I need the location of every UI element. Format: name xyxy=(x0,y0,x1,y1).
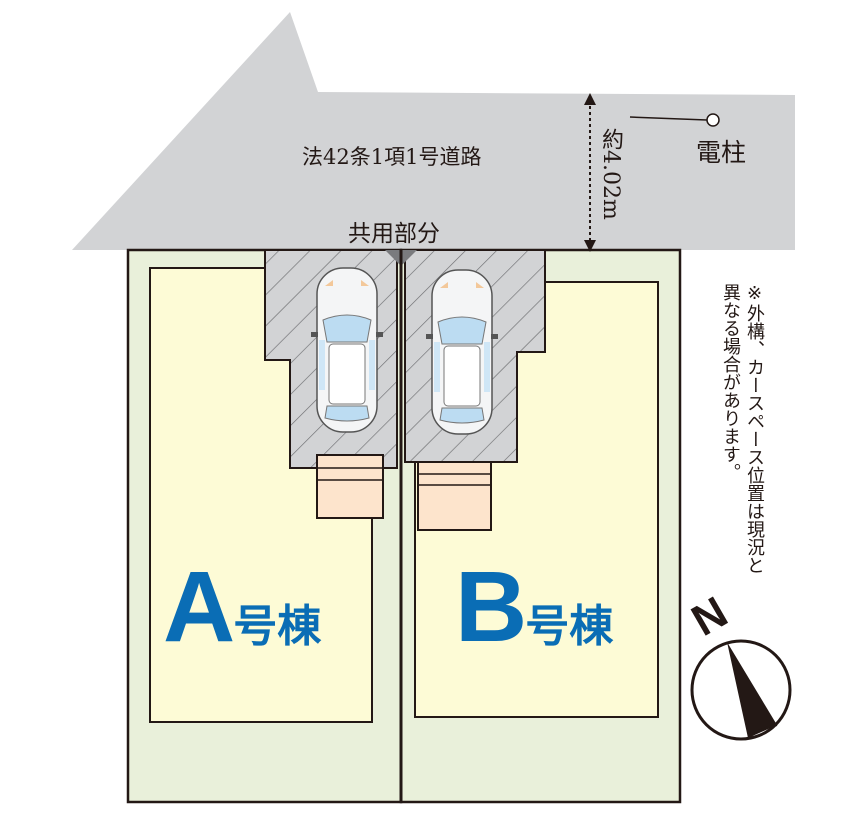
entry-b xyxy=(417,461,492,531)
building-a-letter: A xyxy=(163,551,235,663)
car-icon xyxy=(425,269,499,435)
car-icon xyxy=(310,267,384,433)
disclaimer-note: ※外構、カースペース位置は現況と異なる場合があります。 xyxy=(720,283,765,574)
entry-a xyxy=(316,454,384,519)
building-a-label: A号棟 xyxy=(163,550,321,665)
building-b-letter: B xyxy=(455,551,527,663)
compass-icon xyxy=(690,639,792,741)
building-b-label: B号棟 xyxy=(455,550,613,665)
road-width-label: 約4.02m xyxy=(598,128,623,220)
road-label: 法42条1項1号道路 xyxy=(302,145,482,169)
shared-area-label: 共用部分 xyxy=(348,221,440,247)
building-b-suffix: 号棟 xyxy=(525,601,614,652)
road xyxy=(72,12,795,250)
pole-label: 電柱 xyxy=(696,138,747,167)
road-width-dimension xyxy=(584,93,596,252)
utility-pole-icon xyxy=(629,113,720,127)
building-a-suffix: 号棟 xyxy=(233,601,322,652)
